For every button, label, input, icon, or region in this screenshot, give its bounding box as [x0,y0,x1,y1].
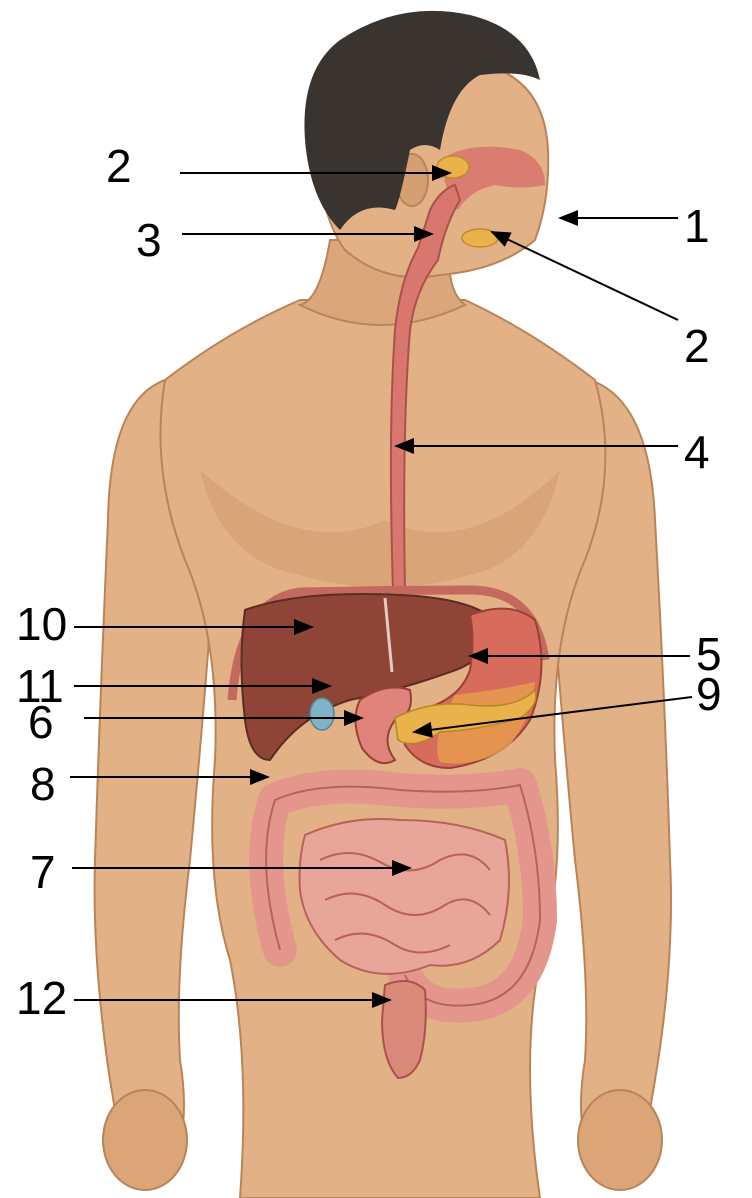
label-1: 1 [684,200,710,252]
gallbladder [310,698,334,730]
label-11: 11 [16,660,64,712]
right-hand [578,1090,662,1190]
label-12: 12 [16,972,67,1024]
label-10: 10 [16,598,67,650]
label-7: 7 [30,846,56,898]
label-4: 4 [684,426,710,478]
label-8: 8 [30,758,56,810]
parotid-gland [437,156,469,178]
label-9: 9 [696,668,722,720]
rectum [382,981,426,1078]
left-hand [103,1090,187,1190]
label-2-lower: 2 [684,320,710,372]
label-3: 3 [136,214,162,266]
leader-2-lower [492,232,678,320]
label-2-top: 2 [106,140,132,192]
